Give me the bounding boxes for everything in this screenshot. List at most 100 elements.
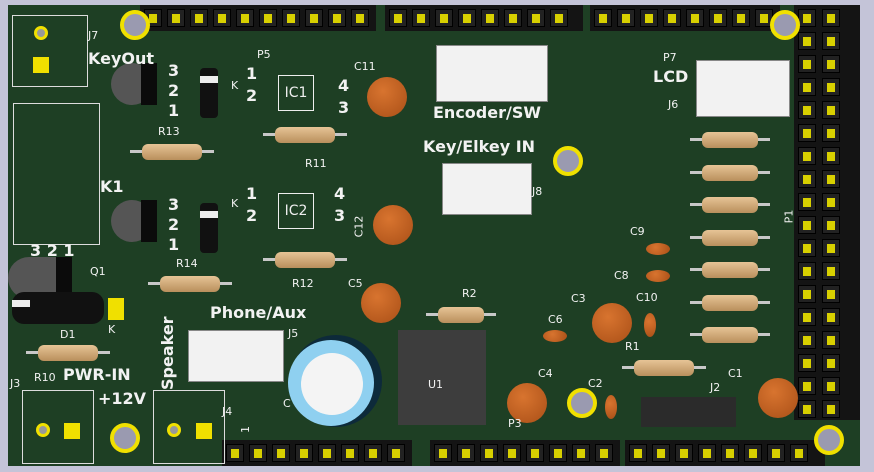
label-k: K	[108, 323, 116, 336]
label-c9: C9	[630, 225, 645, 238]
header-pin	[709, 9, 727, 27]
pin-labels: 3 2 1	[168, 61, 180, 120]
header-pin	[629, 444, 647, 462]
label-c3: C3	[571, 292, 586, 305]
resistor-r13	[122, 144, 222, 160]
resistor-r12	[255, 252, 355, 268]
header-pin	[236, 9, 254, 27]
header-pin	[822, 32, 840, 50]
ic2-pins-left: 1 2	[246, 184, 258, 225]
header-pin	[389, 9, 407, 27]
pad	[167, 423, 181, 437]
header-pin	[387, 444, 405, 462]
header-pin	[698, 444, 716, 462]
pcb-board: J7 KeyOut K1 3 2 1 3 2 1 3 2 1 Q1 K K K …	[8, 5, 860, 466]
q1-pin-labels: 3 2 1	[30, 241, 75, 260]
label-encoder-sw: Encoder/SW	[433, 103, 542, 122]
capacitor-c12	[373, 205, 413, 245]
header-pin	[822, 308, 840, 326]
label-keyout: KeyOut	[88, 49, 155, 68]
header-pin	[822, 101, 840, 119]
resistor	[682, 327, 778, 343]
label-c6: C6	[548, 313, 563, 326]
mounting-hole	[553, 146, 583, 176]
resistor-r1	[614, 360, 714, 376]
header-pin	[767, 444, 785, 462]
label-c10: C10	[636, 291, 658, 304]
header-pin	[481, 9, 499, 27]
pin-labels: 3 2 1	[168, 195, 180, 254]
label-c2: C2	[588, 377, 603, 390]
label-pin1: 1	[239, 426, 252, 433]
power-terminal-j3	[22, 390, 94, 464]
header-pin	[798, 55, 816, 73]
pad	[36, 423, 50, 437]
header-pin	[732, 9, 750, 27]
header-pin	[798, 9, 816, 27]
header-pin	[617, 9, 635, 27]
label-k: K	[231, 79, 239, 92]
header-pin	[822, 170, 840, 188]
resistor	[682, 294, 778, 311]
top-header-2	[385, 5, 583, 31]
label-r14: R14	[176, 257, 198, 270]
label-d1: D1	[60, 328, 76, 341]
top-header-3	[590, 5, 780, 31]
header-pin	[364, 444, 382, 462]
capacitor-c4	[507, 383, 547, 423]
speaker-terminal-j4	[153, 390, 225, 464]
label-p7: P7	[663, 51, 677, 64]
key-connector-j8	[442, 163, 532, 215]
label-c1: C1	[728, 367, 743, 380]
ic2: IC2	[278, 193, 314, 229]
transistor	[111, 63, 157, 105]
resistor	[682, 197, 778, 213]
header-pin	[351, 9, 369, 27]
label-j4: J4	[222, 405, 233, 418]
label-p1: P1	[782, 209, 796, 224]
label-j7: J7	[88, 29, 99, 42]
resistor	[682, 262, 778, 278]
label-j6: J6	[668, 98, 679, 111]
ic2-pins-right: 4 3	[334, 184, 346, 225]
header-pin	[822, 400, 840, 418]
header-pin	[798, 101, 816, 119]
pad	[34, 26, 48, 40]
header-pin	[328, 9, 346, 27]
encoder-connector	[436, 45, 548, 102]
header-pin	[798, 308, 816, 326]
label-c: C	[283, 397, 291, 410]
label-p3: P3	[508, 417, 522, 430]
label-key-elkey-in: Key/Elkey IN	[423, 137, 536, 156]
label-phone-aux: Phone/Aux	[210, 303, 307, 322]
header-pin	[259, 9, 277, 27]
capacitor-c11	[367, 77, 407, 117]
capacitor-c6	[543, 330, 567, 342]
header-pin	[822, 377, 840, 395]
label-j5: J5	[288, 327, 299, 340]
label-lcd: LCD	[653, 67, 689, 86]
label-r13: R13	[158, 125, 180, 138]
header-pin	[663, 9, 681, 27]
header-pin	[272, 444, 290, 462]
lcd-connector-j6	[696, 60, 790, 117]
header-pin	[480, 444, 498, 462]
capacitor-c2	[605, 395, 617, 419]
label-12v: +12V	[98, 389, 147, 408]
header-pin	[190, 9, 208, 27]
header-pin	[798, 216, 816, 234]
header-pin	[822, 239, 840, 257]
header-pin	[798, 78, 816, 96]
header-pin	[798, 32, 816, 50]
label-p5: P5	[257, 48, 271, 61]
header-pin	[167, 9, 185, 27]
header-pin	[798, 285, 816, 303]
header-pin	[412, 9, 430, 27]
right-double-header	[794, 5, 860, 420]
header-pin	[594, 9, 612, 27]
label-u1: U1	[428, 378, 444, 391]
header-pin	[822, 262, 840, 280]
header-pin	[526, 444, 544, 462]
header-pin	[822, 78, 840, 96]
header-pin	[503, 444, 521, 462]
